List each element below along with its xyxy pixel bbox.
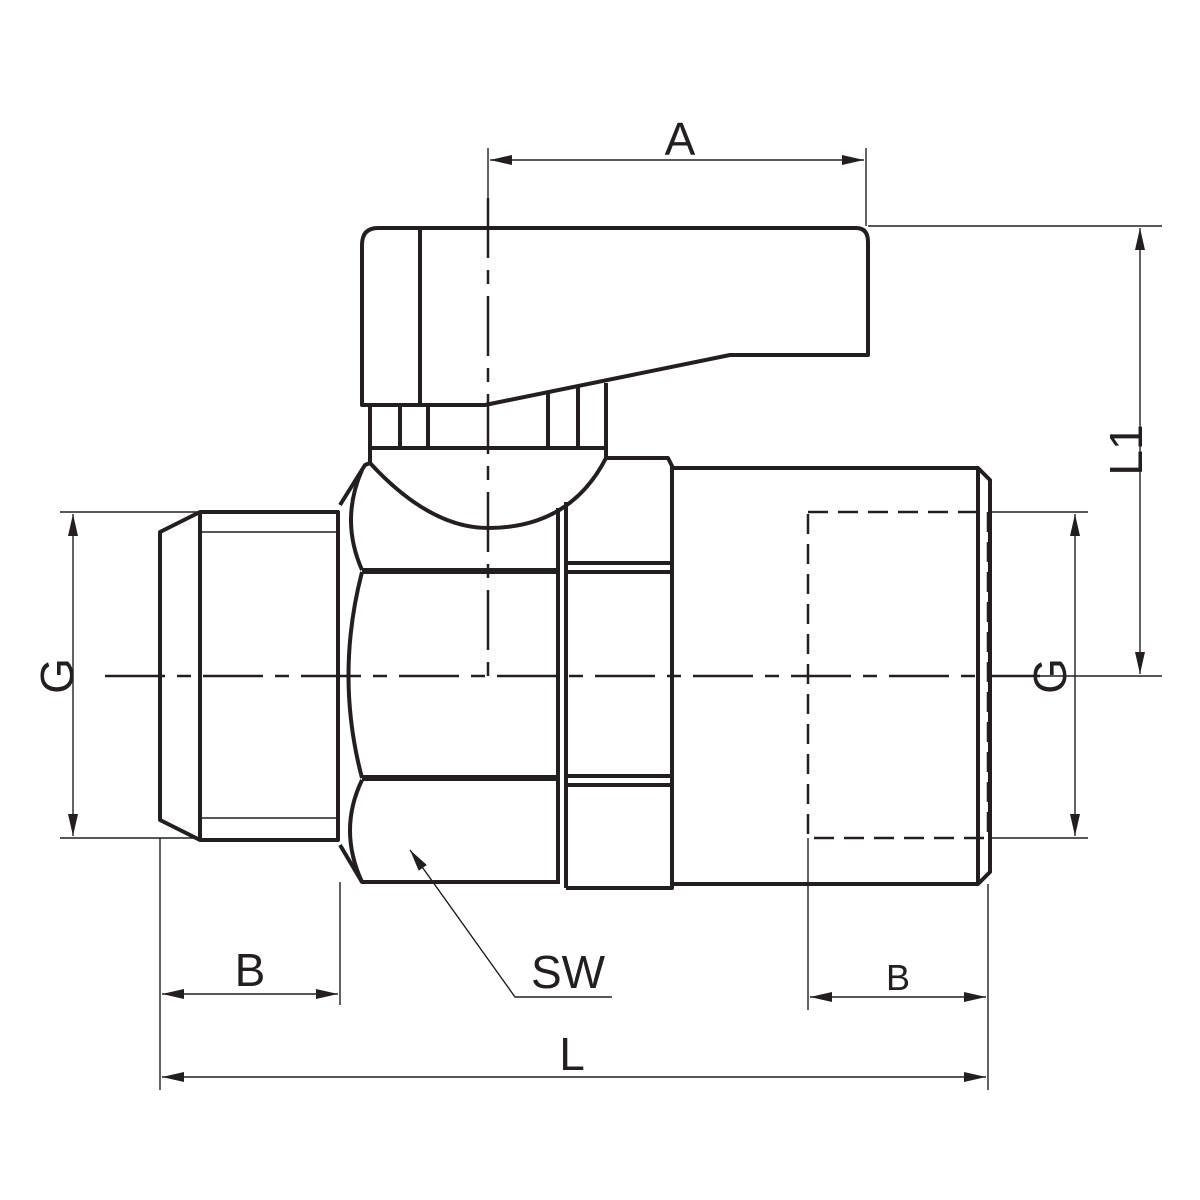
dimension-l: L — [162, 1028, 986, 1082]
lever-handle — [360, 226, 870, 407]
label-sw: SW — [531, 946, 606, 998]
label-l: L — [559, 1028, 585, 1080]
label-g-right: G — [1024, 658, 1076, 694]
hex-body — [338, 456, 674, 890]
label-g-left: G — [31, 658, 83, 694]
dimension-b-right: B — [807, 838, 989, 1090]
dimension-g-left: G — [31, 511, 200, 839]
label-a: A — [665, 113, 696, 165]
male-thread-end — [158, 510, 340, 842]
dimension-l1: L1 — [868, 225, 1162, 677]
dimension-b-left: B — [159, 838, 341, 1090]
dimension-a: A — [487, 113, 867, 226]
dimension-sw: SW — [409, 849, 612, 998]
label-b-right: B — [886, 957, 910, 998]
dimension-g-right: G — [990, 511, 1088, 839]
label-b-left: B — [235, 944, 266, 996]
label-l1: L1 — [1100, 424, 1152, 475]
